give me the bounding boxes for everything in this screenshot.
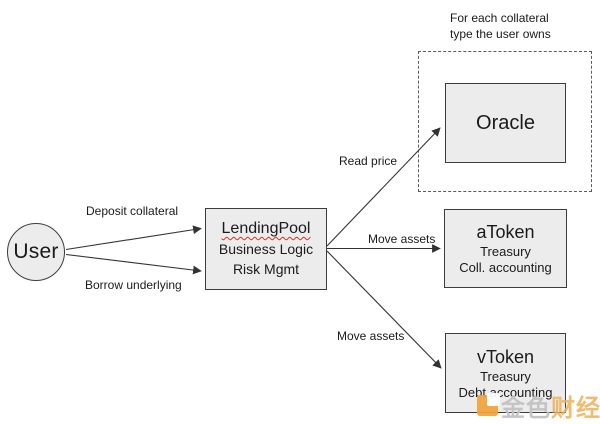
edge-move-assets-vtoken: [326, 250, 442, 369]
annotation-line-2: type the user owns: [450, 27, 551, 41]
oracle-node: Oracle: [445, 83, 566, 163]
edge-label-deposit-collateral: Deposit collateral: [86, 204, 179, 218]
annotation-line-1: For each collateral: [450, 11, 549, 25]
atoken-node: aToken Treasury Coll. accounting: [444, 209, 567, 288]
edge-label-move-assets-atoken: Move assets: [368, 232, 436, 246]
vtoken-line-treasury: Treasury: [480, 368, 531, 384]
lending-pool-node: LendingPool Business Logic Risk Mgmt: [205, 208, 327, 290]
lending-pool-line-risk-mgmt: Risk Mgmt: [232, 261, 300, 277]
oracle-title: Oracle: [476, 111, 535, 134]
lending-pool-line-business-logic: Business Logic: [218, 241, 314, 257]
vtoken-title: vToken: [476, 346, 535, 367]
edge-label-borrow-underlying: Borrow underlying: [85, 278, 182, 292]
user-node: User: [7, 223, 65, 281]
edge-label-read-price: Read price: [339, 154, 398, 168]
edge-deposit-collateral: [65, 225, 202, 251]
vtoken-line-debt-accounting: Debt accounting: [458, 384, 553, 400]
vtoken-node: vToken Treasury Debt accounting: [445, 333, 566, 413]
edge-borrow-underlying: [65, 253, 202, 275]
atoken-line-treasury: Treasury: [480, 244, 531, 259]
collateral-group-annotation: For each collateral type the user owns: [450, 10, 551, 42]
atoken-line-coll-accounting: Coll. accounting: [459, 260, 552, 275]
lending-pool-title: LendingPool: [221, 220, 311, 237]
user-node-label: User: [13, 240, 59, 263]
edge-label-move-assets-vtoken: Move assets: [337, 329, 405, 343]
atoken-title: aToken: [476, 222, 535, 242]
collateral-group-dashed-box: [418, 51, 592, 192]
